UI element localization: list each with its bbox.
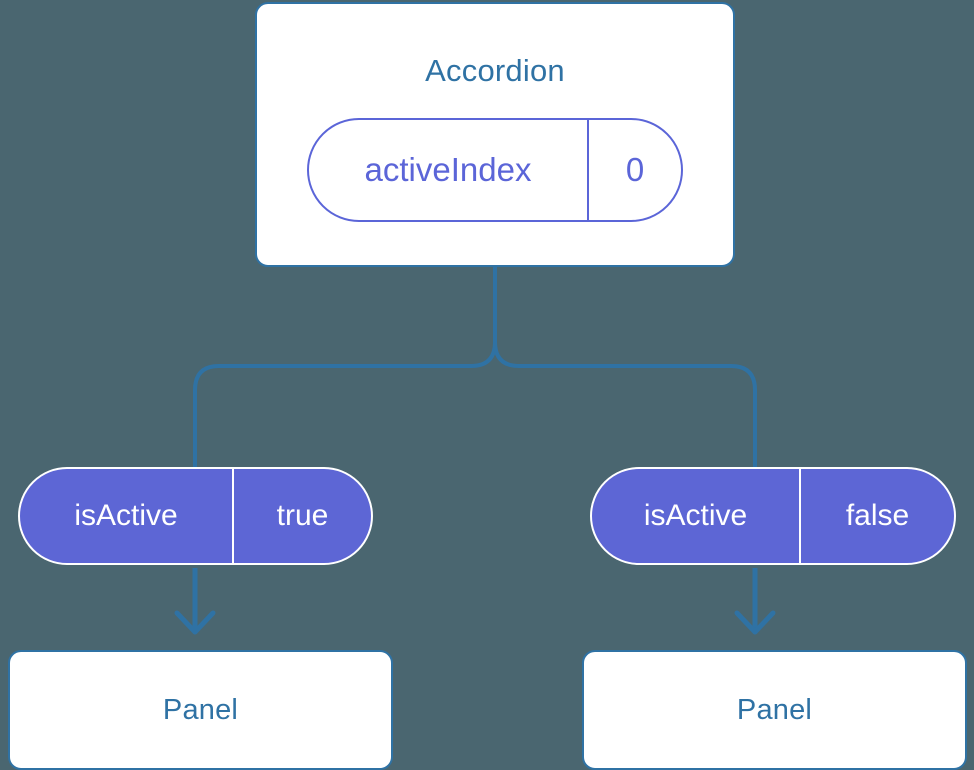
prop-key-active-index: activeIndex [309,120,589,220]
accordion-title: Accordion [425,53,565,88]
prop-value-active-index: 0 [625,151,645,188]
prop-value-is-active-right: false [845,499,910,532]
prop-pill-is-active-false: isActive false [590,467,956,565]
panel-title-left: Panel [162,693,239,726]
prop-key-is-active-left: isActive [20,469,234,563]
prop-pill-active-index: activeIndex 0 [307,118,683,222]
panel-card-right: Panel [582,650,967,770]
panel-title-right: Panel [736,693,813,726]
panel-card-left: Panel [8,650,393,770]
prop-value-is-active-left: true [276,499,329,532]
prop-pill-is-active-true: isActive true [18,467,373,565]
prop-key-is-active-right: isActive [592,469,801,563]
